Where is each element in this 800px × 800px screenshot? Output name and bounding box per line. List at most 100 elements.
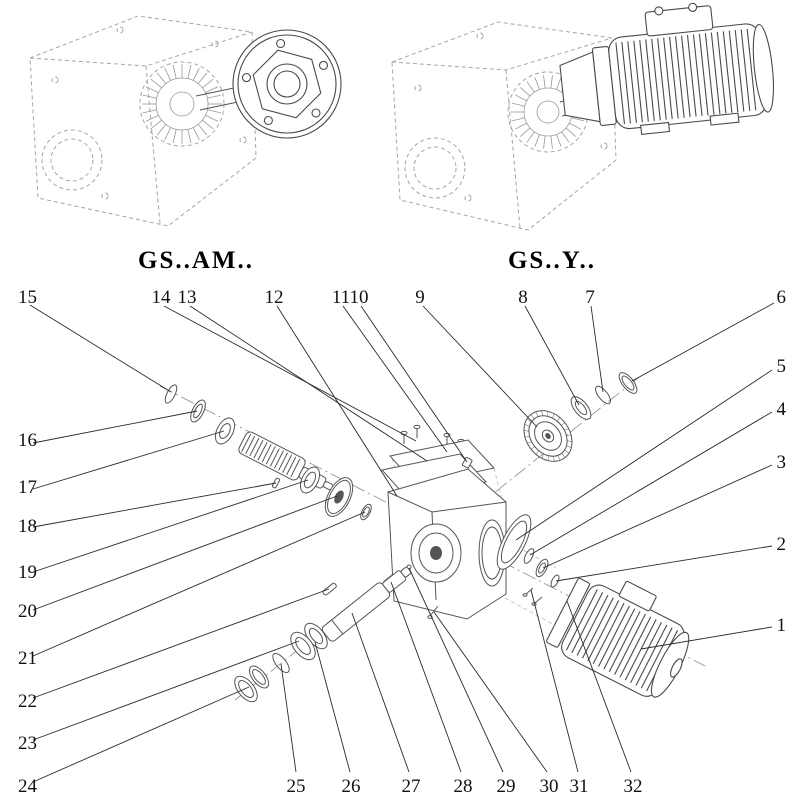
callout-number-22: 22 bbox=[18, 691, 37, 712]
part-washer-24 bbox=[234, 675, 258, 703]
leader-line-16 bbox=[32, 410, 198, 444]
callout-number-10: 10 bbox=[350, 287, 369, 308]
callout-number-21: 21 bbox=[18, 648, 37, 669]
leader-line-9 bbox=[422, 305, 538, 428]
part-cover-5 bbox=[496, 514, 532, 570]
callout-number-16: 16 bbox=[18, 430, 37, 451]
callout-number-2: 2 bbox=[777, 534, 787, 555]
part-bearing-3 bbox=[535, 558, 549, 578]
part-ring-2 bbox=[550, 574, 560, 588]
callout-number-24: 24 bbox=[18, 776, 38, 797]
callout-number-29: 29 bbox=[497, 776, 516, 797]
gs-am-gear-hatch bbox=[142, 64, 222, 144]
leader-line-31 bbox=[530, 589, 579, 773]
part-bearing-17 bbox=[214, 417, 236, 445]
gs-y-housing-outline bbox=[391, 21, 617, 231]
worm-thread-hatch bbox=[241, 433, 301, 478]
callout-number-17: 17 bbox=[18, 477, 37, 498]
leader-line-29 bbox=[408, 567, 504, 773]
figure-label-gs-am: GS..AM.. bbox=[138, 247, 254, 274]
part-ring-6 bbox=[618, 372, 638, 394]
callout-number-15: 15 bbox=[18, 287, 37, 308]
motor-flange-32 bbox=[546, 577, 591, 648]
callout-number-3: 3 bbox=[777, 452, 787, 473]
leader-line-10 bbox=[360, 305, 468, 463]
part-circlip-7 bbox=[595, 385, 611, 405]
leader-line-14 bbox=[163, 305, 417, 442]
callout-number-6: 6 bbox=[777, 287, 787, 308]
part-housing bbox=[387, 468, 507, 620]
leader-line-19 bbox=[32, 479, 309, 573]
part-plug-10 bbox=[461, 456, 473, 469]
callout-number-11: 11 bbox=[332, 287, 350, 308]
callout-number-4: 4 bbox=[777, 399, 787, 420]
part-circlip-25 bbox=[272, 652, 290, 674]
callout-number-30: 30 bbox=[540, 776, 559, 797]
callout-number-26: 26 bbox=[342, 776, 361, 797]
callout-number-12: 12 bbox=[265, 287, 284, 308]
gear-teeth bbox=[523, 410, 573, 462]
leader-line-26 bbox=[314, 641, 351, 773]
callout-number-1: 1 bbox=[777, 615, 787, 636]
part-bolt-30 bbox=[427, 605, 439, 619]
part-disc-20 bbox=[324, 477, 354, 517]
callout-number-19: 19 bbox=[18, 562, 37, 583]
leader-line-17 bbox=[32, 430, 225, 490]
leader-line-20 bbox=[32, 495, 338, 611]
leader-line-12 bbox=[276, 305, 398, 497]
leader-line-7 bbox=[590, 305, 604, 393]
leader-line-25 bbox=[280, 663, 297, 773]
leader-line-8 bbox=[524, 305, 580, 406]
leader-line-11 bbox=[342, 305, 448, 453]
gs-am-output-flange bbox=[232, 29, 342, 139]
leader-line-1 bbox=[640, 626, 773, 650]
part-shim-4 bbox=[523, 548, 535, 564]
exploded-view bbox=[159, 372, 706, 703]
figure-label-gs-y: GS..Y.. bbox=[508, 247, 596, 274]
leader-line-13 bbox=[189, 305, 428, 462]
part-gear-9 bbox=[523, 410, 573, 462]
leader-line-22 bbox=[32, 588, 330, 699]
callout-number-13: 13 bbox=[178, 287, 197, 308]
gs-y-motor-fins bbox=[615, 28, 757, 125]
callout-number-28: 28 bbox=[454, 776, 473, 797]
leader-line-4 bbox=[529, 411, 773, 556]
callout-number-25: 25 bbox=[287, 776, 306, 797]
leader-line-18 bbox=[32, 482, 277, 528]
leader-line-32 bbox=[566, 600, 632, 773]
leader-line-28 bbox=[390, 581, 462, 773]
part-bearing-19 bbox=[299, 466, 321, 494]
leader-line-15 bbox=[29, 304, 172, 393]
part-bearing-8 bbox=[570, 396, 592, 420]
leader-line-5 bbox=[515, 369, 773, 541]
callout-number-27: 27 bbox=[402, 776, 421, 797]
callout-number-18: 18 bbox=[18, 516, 37, 537]
part-seal-ring bbox=[248, 665, 270, 689]
part-bolts-31 bbox=[522, 587, 543, 606]
callout-number-5: 5 bbox=[777, 356, 787, 377]
callout-number-32: 32 bbox=[624, 776, 643, 797]
motor-fins bbox=[565, 589, 679, 692]
callout-number-8: 8 bbox=[518, 287, 528, 308]
leader-line-6 bbox=[631, 302, 775, 382]
callout-number-14: 14 bbox=[152, 287, 172, 308]
leader-line-27 bbox=[351, 612, 410, 773]
part-output-shaft-27 bbox=[321, 566, 412, 642]
part-motor-1 bbox=[546, 577, 690, 698]
axis-gear-output bbox=[234, 377, 639, 701]
part-key-22 bbox=[322, 582, 337, 596]
gs-am-housing-outline bbox=[29, 15, 257, 227]
figure-gs-y bbox=[391, 2, 774, 231]
part-circlip-15 bbox=[164, 384, 178, 404]
callout-number-31: 31 bbox=[570, 776, 589, 797]
leader-line-23 bbox=[32, 640, 300, 741]
part-ring-16 bbox=[190, 399, 206, 423]
callout-number-20: 20 bbox=[18, 601, 37, 622]
callout-number-7: 7 bbox=[585, 287, 595, 308]
leader-line-2 bbox=[555, 545, 773, 582]
callout-number-23: 23 bbox=[18, 733, 37, 754]
leader-line-3 bbox=[542, 464, 773, 569]
